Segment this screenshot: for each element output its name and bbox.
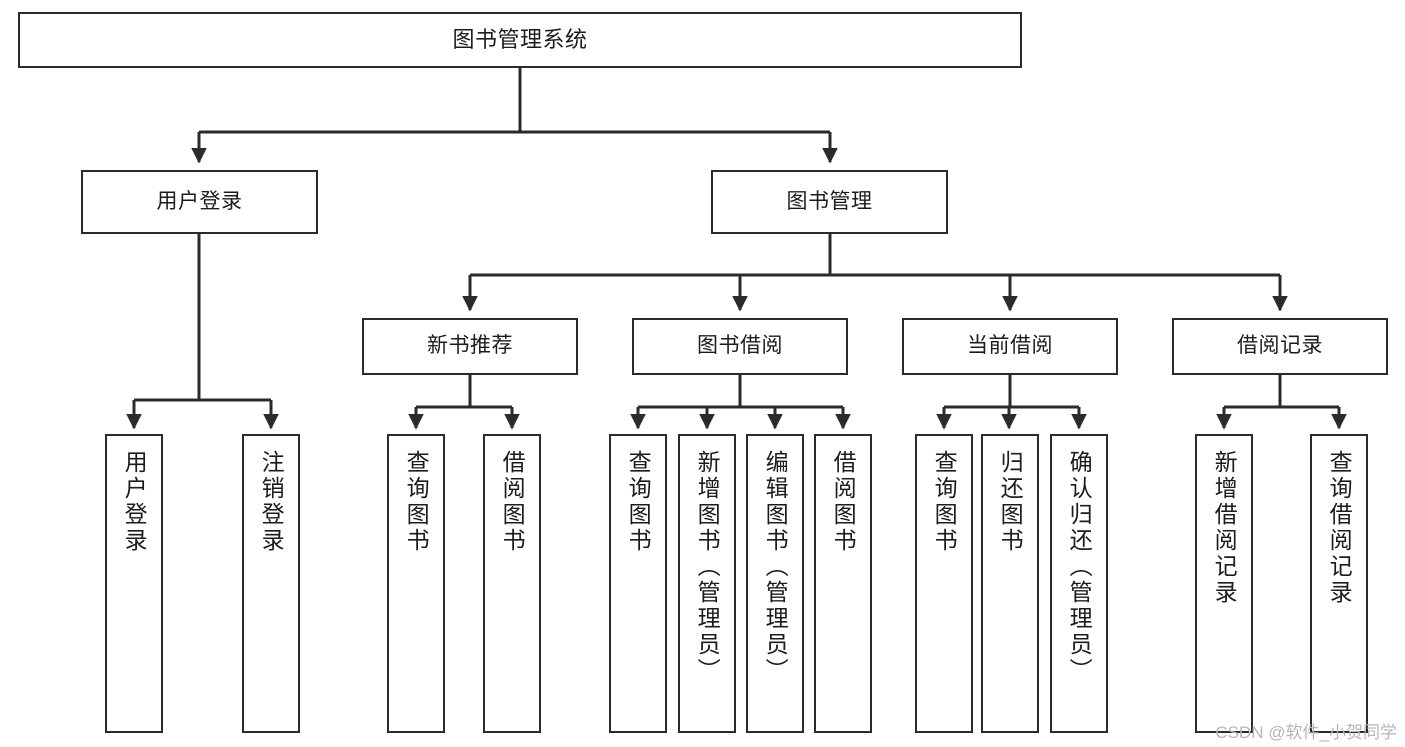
- node-label: 借阅图书: [499, 450, 526, 554]
- node-user-login[interactable]: 用户登录: [81, 170, 318, 234]
- node-leaf-query-book-3[interactable]: 查询图书: [915, 434, 973, 733]
- node-leaf-add-book-admin[interactable]: 新增图书（管理员）: [678, 434, 736, 733]
- node-leaf-edit-book-admin[interactable]: 编辑图书（管理员）: [746, 434, 804, 733]
- node-borrowing-records[interactable]: 借阅记录: [1172, 318, 1388, 375]
- node-leaf-confirm-return-admin[interactable]: 确认归还（管理员）: [1050, 434, 1108, 733]
- node-label: 图书管理系统: [452, 27, 588, 53]
- node-leaf-query-book-1[interactable]: 查询图书: [387, 434, 445, 733]
- node-label: 新增图书（管理员）: [694, 450, 721, 684]
- node-label: 用户登录: [156, 189, 243, 213]
- node-new-book-recommendation[interactable]: 新书推荐: [362, 318, 578, 375]
- node-label: 用户登录: [121, 450, 148, 554]
- node-leaf-return-book[interactable]: 归还图书: [981, 434, 1039, 733]
- node-leaf-user-logout[interactable]: 注销登录: [242, 434, 300, 733]
- node-leaf-query-book-2[interactable]: 查询图书: [609, 434, 667, 733]
- node-label: 注销登录: [258, 450, 285, 554]
- node-label: 图书管理: [786, 189, 873, 213]
- node-root-book-management-system[interactable]: 图书管理系统: [18, 12, 1022, 68]
- csdn-watermark: CSDN @软件_小贺同学: [1215, 723, 1397, 742]
- node-label: 当前借阅: [967, 334, 1053, 358]
- node-label: 借阅记录: [1237, 334, 1323, 358]
- node-leaf-borrow-book-2[interactable]: 借阅图书: [814, 434, 872, 733]
- node-label: 归还图书: [997, 450, 1024, 554]
- node-label: 借阅图书: [830, 450, 857, 554]
- node-label: 查询图书: [403, 450, 430, 554]
- node-book-management[interactable]: 图书管理: [711, 170, 948, 234]
- node-leaf-query-borrow-record[interactable]: 查询借阅记录: [1310, 434, 1368, 733]
- node-label: 编辑图书（管理员）: [762, 450, 789, 684]
- node-label: 查询借阅记录: [1326, 450, 1353, 606]
- node-label: 新书推荐: [427, 334, 513, 358]
- node-label: 新增借阅记录: [1211, 450, 1238, 606]
- node-label: 查询图书: [625, 450, 652, 554]
- node-book-borrowing[interactable]: 图书借阅: [632, 318, 848, 375]
- node-leaf-borrow-book-1[interactable]: 借阅图书: [483, 434, 541, 733]
- node-label: 查询图书: [931, 450, 958, 554]
- node-leaf-add-borrow-record[interactable]: 新增借阅记录: [1195, 434, 1253, 733]
- node-leaf-user-login[interactable]: 用户登录: [105, 434, 163, 733]
- node-label: 确认归还（管理员）: [1066, 450, 1093, 684]
- node-label: 图书借阅: [697, 334, 783, 358]
- node-current-borrowing[interactable]: 当前借阅: [902, 318, 1118, 375]
